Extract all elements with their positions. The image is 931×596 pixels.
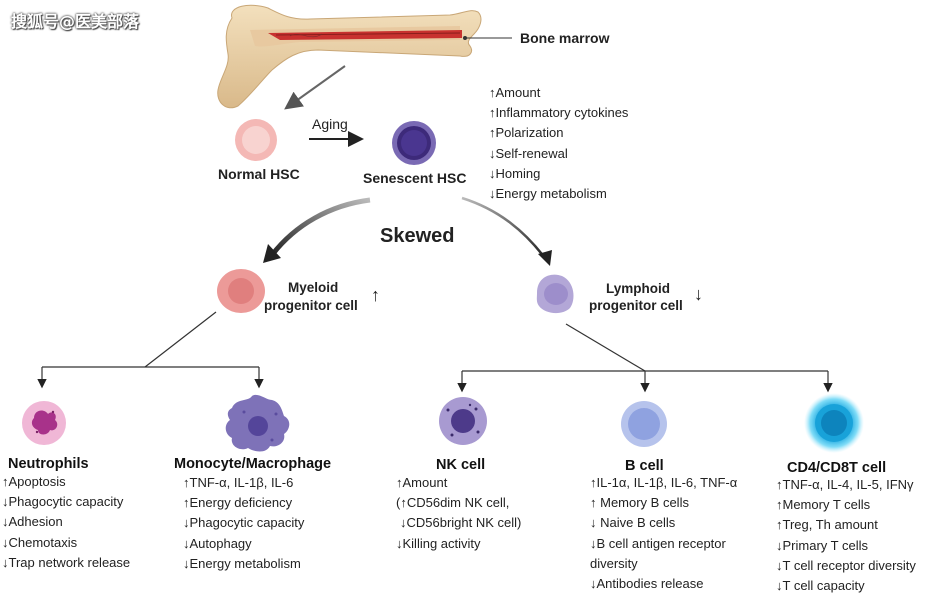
watermark-text: 搜狐号@医美部落 <box>11 12 140 31</box>
monocyte-list: ↑TNF-α, IL-1β, IL-6 ↑Energy deficiency ↓… <box>183 473 304 574</box>
list-item: ↓Killing activity <box>396 535 481 551</box>
bcell-list: ↑IL-1α, IL-1β, IL-6, TNF-α ↑ Memory B ce… <box>590 473 737 594</box>
list-item: ↑ Memory B cells <box>590 495 689 511</box>
list-item: ↑TNF-α, IL-1β, IL-6 <box>183 475 294 490</box>
list-item: ↓Self-renewal <box>489 145 568 161</box>
normal-hsc-label: Normal HSC <box>218 166 300 182</box>
myeloid-progenitor-cell <box>217 269 265 313</box>
list-item: ↑Amount <box>489 85 541 100</box>
myeloid-label-line2: progenitor cell <box>264 298 358 313</box>
nk-title: NK cell <box>436 457 486 473</box>
nk-list: ↑Amount (↑CD56dim NK cell, ↓CD56bright N… <box>396 473 521 554</box>
list-item: ↑Treg, Th amount <box>776 517 878 533</box>
list-item: ↓ Naive B cells <box>590 515 676 531</box>
senescent-changes-list: ↑Amount ↑Inflammatory cytokines ↑Polariz… <box>489 83 628 204</box>
neutrophil-cell <box>22 401 66 445</box>
myeloid-label-line1: Myeloid <box>288 280 339 295</box>
list-item: ↑Apoptosis <box>2 474 66 489</box>
list-item: ↓Chemotaxis <box>2 534 78 550</box>
aging-label: Aging <box>312 116 348 132</box>
list-item: ↓T cell capacity <box>776 577 865 593</box>
t-cell <box>804 393 864 453</box>
list-item: ↑Polarization <box>489 125 564 141</box>
senescent-hsc-cell <box>392 121 436 165</box>
list-item: ↑Inflammatory cytokines <box>489 105 629 121</box>
list-item: ↑Memory T cells <box>776 497 871 513</box>
bone-marrow-label: Bone marrow <box>520 30 610 46</box>
list-item: ↓Trap network release <box>2 554 131 570</box>
list-item: ↓T cell receptor diversity <box>776 557 916 573</box>
list-item: ↓Primary T cells <box>776 537 868 553</box>
list-item: ↑TNF-α, IL-4, IL-5, IFNγ <box>776 477 914 492</box>
skewed-label: Skewed <box>380 225 455 247</box>
list-item: ↓Energy metabolism <box>183 555 301 571</box>
list-item: ↓Phagocytic capacity <box>2 494 124 510</box>
bcell-title: B cell <box>625 458 664 474</box>
neutrophils-title: Neutrophils <box>8 456 89 472</box>
list-item: ↑IL-1α, IL-1β, IL-6, TNF-α <box>590 475 738 490</box>
list-item: ↓Phagocytic capacity <box>183 515 305 531</box>
list-item: ↓Autophagy <box>183 535 252 551</box>
lymphoid-down-arrow: ↓ <box>694 284 703 304</box>
list-item: ↑Energy deficiency <box>183 495 293 511</box>
list-item: ↓B cell antigen receptor <box>590 535 726 551</box>
list-item: ↓Antibodies release <box>590 575 704 591</box>
tcell-title: CD4/CD8T cell <box>787 460 887 476</box>
myeloid-up-arrow: ↑ <box>371 285 380 305</box>
bone-illustration <box>217 4 482 109</box>
b-cell <box>621 401 667 447</box>
nk-cell <box>439 397 487 445</box>
list-item: ↓Energy metabolism <box>489 185 607 201</box>
normal-hsc-cell <box>235 119 277 161</box>
lymphoid-progenitor-cell <box>536 274 574 314</box>
monocyte-title: Monocyte/Macrophage <box>174 456 332 472</box>
list-item: ↓Adhesion <box>2 514 63 530</box>
tcell-list: ↑TNF-α, IL-4, IL-5, IFNγ ↑Memory T cells… <box>776 475 916 596</box>
list-item: ↓CD56bright NK cell) <box>400 515 522 531</box>
list-item: diversity <box>590 555 638 571</box>
macrophage-cell <box>225 394 290 452</box>
senescent-hsc-label: Senescent HSC <box>363 170 467 186</box>
lymphoid-label-line1: Lymphoid <box>606 281 670 296</box>
neutrophils-list: ↑Apoptosis ↓Phagocytic capacity ↓Adhesio… <box>2 472 130 573</box>
lymphoid-label-line2: progenitor cell <box>589 298 683 313</box>
list-item: ↓Homing <box>489 165 541 181</box>
list-item: (↑CD56dim NK cell, <box>396 495 510 511</box>
list-item: ↑Amount <box>396 475 448 490</box>
